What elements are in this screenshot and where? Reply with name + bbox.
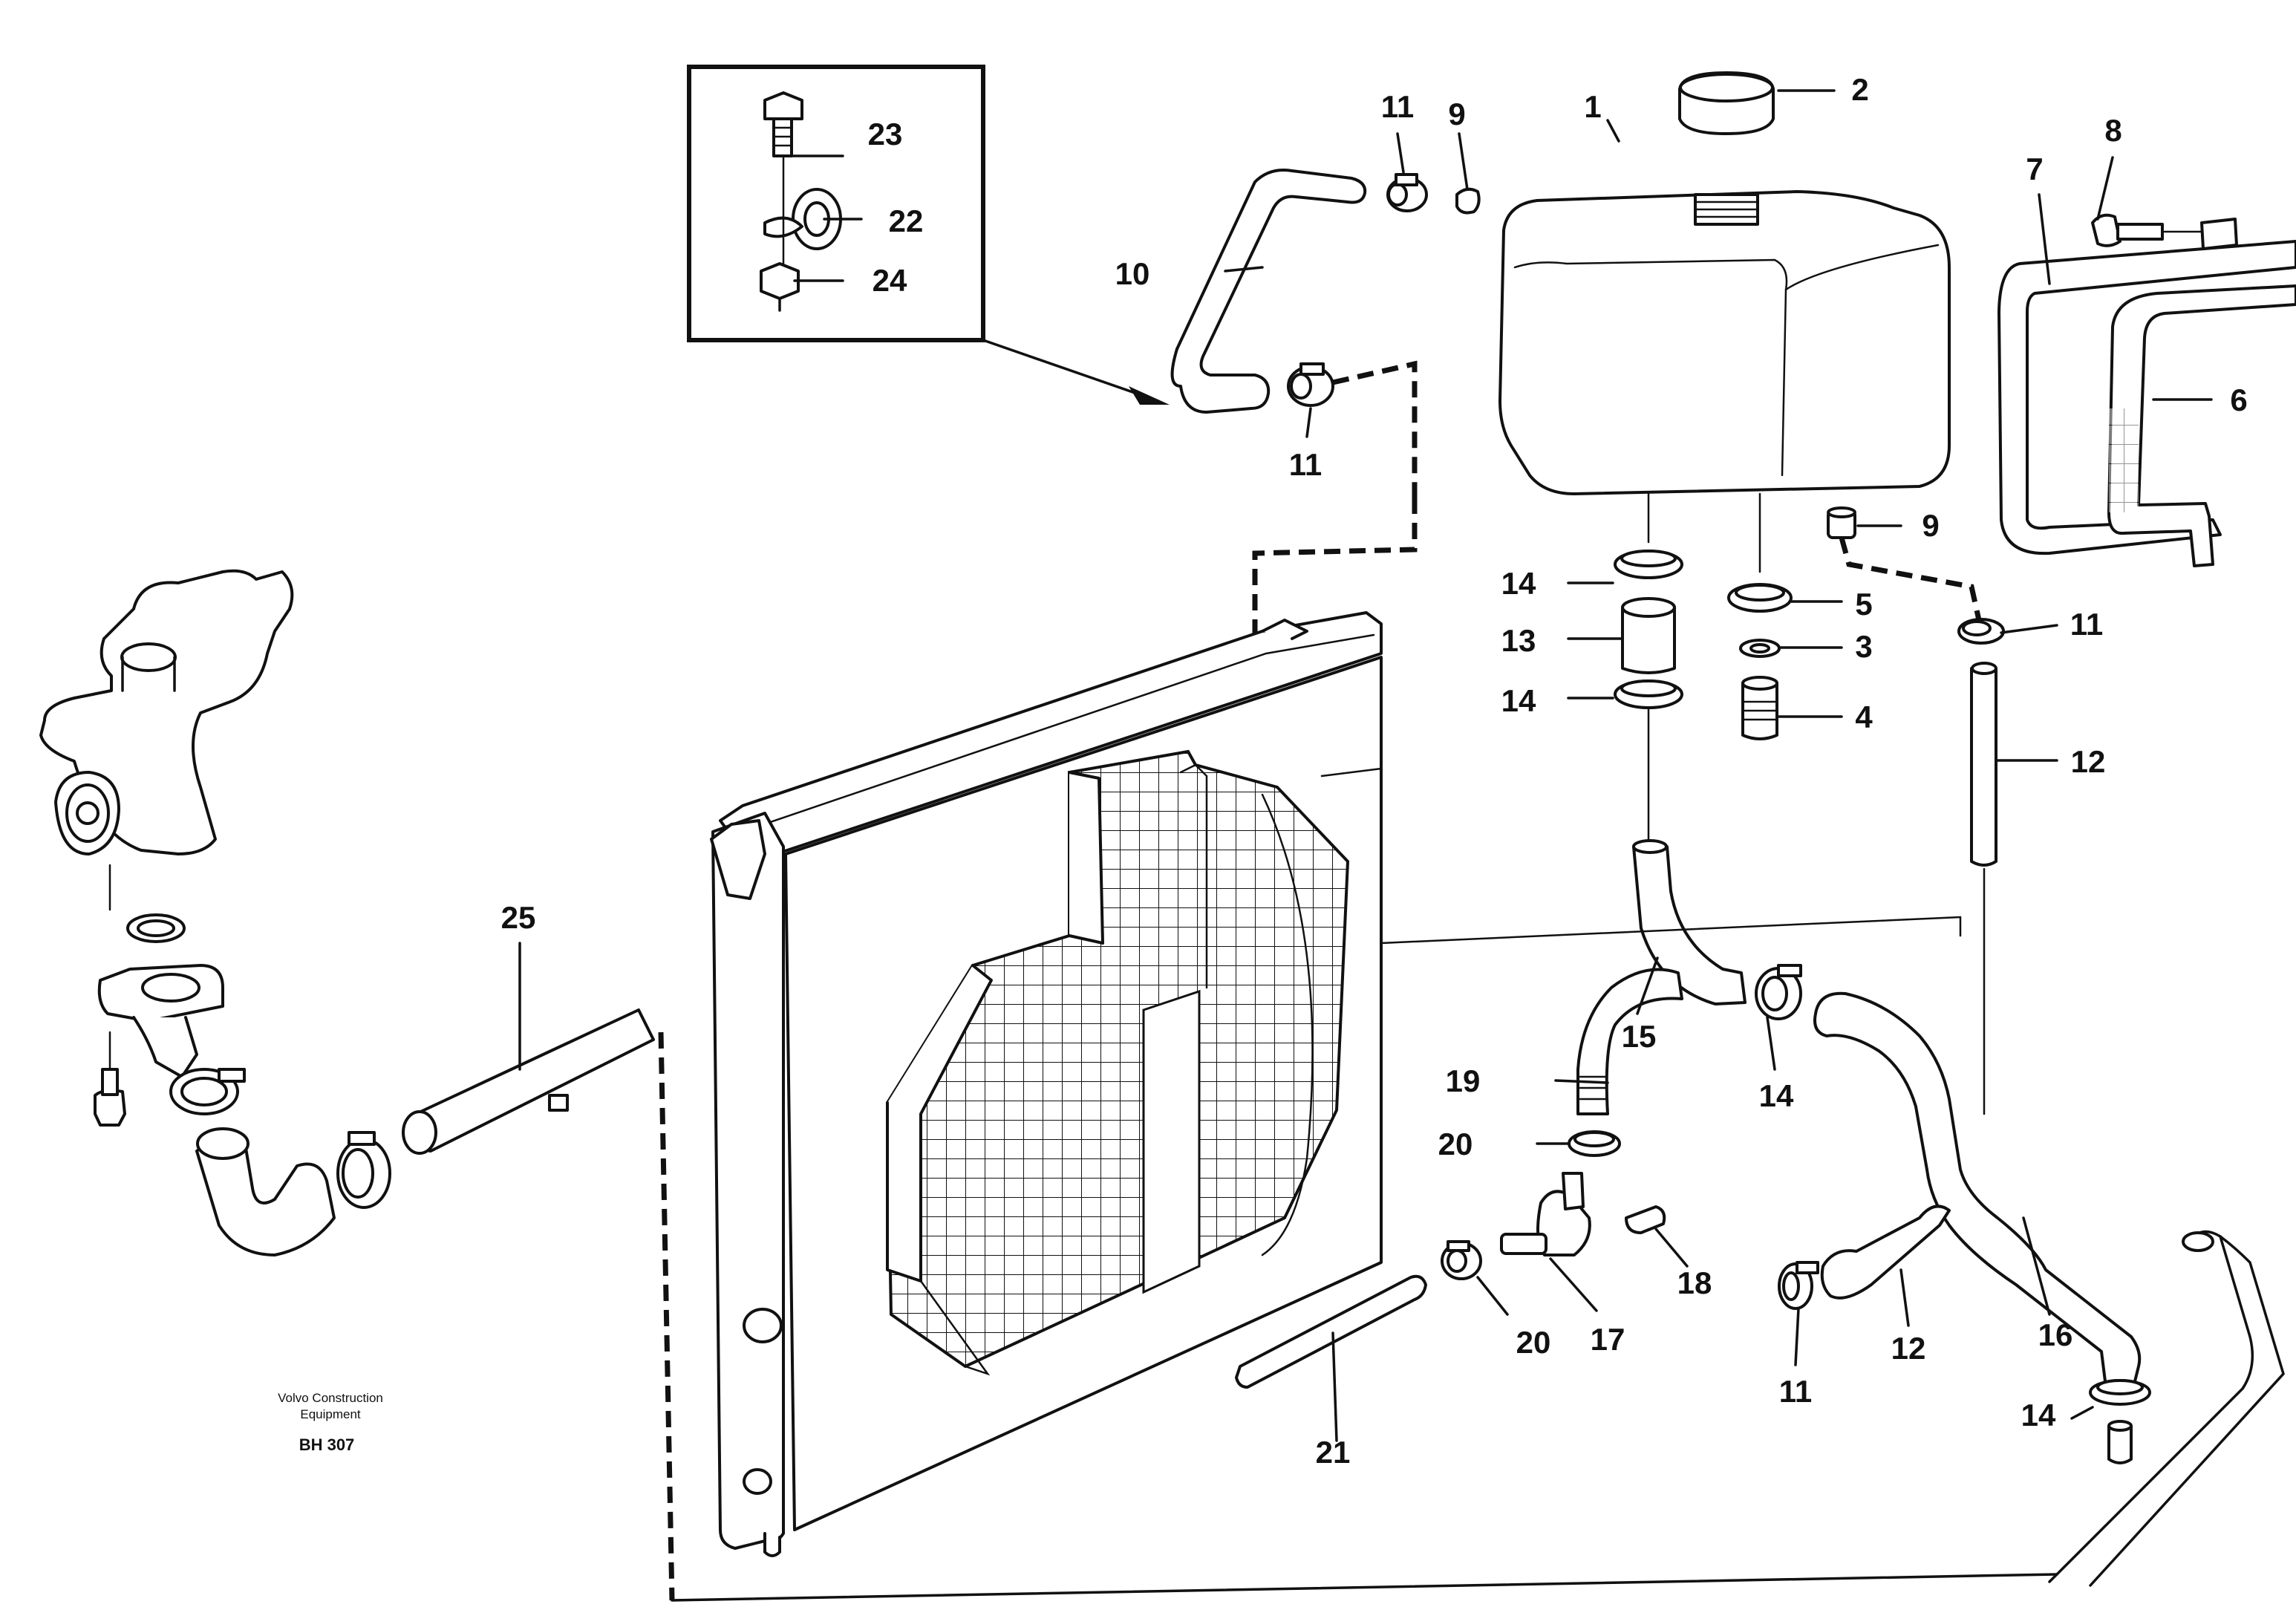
frame-pipe-right <box>2048 1230 2285 1587</box>
callout-11-mid: 11 <box>1289 447 1322 482</box>
hose-clamp-20-lower <box>1441 1240 1482 1280</box>
filler-cap-2 <box>1678 71 1775 135</box>
hose-12-lower <box>1820 1205 1951 1300</box>
callout-14-lower-right: 14 <box>2021 1398 2056 1432</box>
hose-13 <box>1621 597 1676 674</box>
callout-7: 7 <box>2026 151 2043 186</box>
callout-labels: 1 2 3 4 5 6 7 8 9 9 10 11 11 11 11 12 12… <box>501 72 2248 1470</box>
callout-18: 18 <box>1677 1265 1712 1300</box>
frame-dash-left <box>658 1031 675 1601</box>
frame-line-bottom <box>671 1573 2058 1602</box>
callout-12-vertical: 12 <box>2071 744 2106 779</box>
callout-15: 15 <box>1622 1019 1657 1054</box>
retaining-strap-6 <box>2107 284 2296 567</box>
drawing-footer: Volvo Construction Equipment BH 307 <box>278 1391 383 1454</box>
hose-clamp-11-lower <box>1778 1261 1819 1310</box>
callout-5: 5 <box>1855 587 1872 622</box>
o-ring <box>126 913 186 943</box>
flange-bolt <box>94 1068 126 1127</box>
routing-dash-top <box>1252 360 1418 642</box>
detail-inset <box>687 65 1170 405</box>
callout-1: 1 <box>1584 89 1601 124</box>
callout-9-top: 9 <box>1448 97 1465 131</box>
callout-14-upper: 14 <box>1501 566 1536 601</box>
hose-clamp-14-mid <box>1755 964 1802 1020</box>
callout-14-mid: 14 <box>1759 1078 1794 1113</box>
drain-cock-17 <box>1500 1172 1591 1256</box>
bushing-9-right <box>1827 506 1856 539</box>
routing-dash-right <box>1839 537 1982 621</box>
company-name-line2: Equipment <box>300 1407 361 1421</box>
stub-pipe <box>2107 1420 2133 1464</box>
washer-3 <box>1739 639 1781 658</box>
bracket-7 <box>1997 240 2296 555</box>
valve-4 <box>1741 676 1778 740</box>
flange-connector <box>97 964 224 1078</box>
water-pump-housing <box>39 569 294 855</box>
callout-3: 3 <box>1855 629 1872 664</box>
leader-lines <box>518 89 2213 1442</box>
hose-clamp-11-top <box>1386 173 1428 212</box>
hose-12-vertical <box>1970 662 1997 867</box>
hose-clamp-14-lower <box>1614 679 1683 709</box>
clip-18 <box>1625 1205 1666 1234</box>
callout-24: 24 <box>873 263 907 298</box>
callout-11-right: 11 <box>2070 607 2103 642</box>
callout-6: 6 <box>2230 382 2247 417</box>
hose-16 <box>1813 991 2142 1389</box>
bolt-8 <box>2091 213 2238 250</box>
bolt-23 <box>763 91 803 157</box>
callout-21: 21 <box>1316 1435 1351 1470</box>
hose-clamp-20-upper <box>1568 1130 1621 1157</box>
callout-11-lower: 11 <box>1779 1374 1812 1409</box>
callout-9-right: 9 <box>1922 508 1939 543</box>
hose-clamp-5 <box>1727 583 1793 613</box>
callout-25: 25 <box>501 900 536 935</box>
callout-8: 8 <box>2104 113 2121 148</box>
callout-12-lower: 12 <box>1891 1331 1926 1366</box>
callout-22: 22 <box>889 203 924 238</box>
callout-11-top: 11 <box>1381 89 1414 124</box>
drawing-code: BH 307 <box>299 1435 355 1454</box>
callout-4: 4 <box>1855 700 1873 734</box>
callout-20-upper: 20 <box>1438 1127 1473 1161</box>
hose-clamp-engine-2 <box>336 1131 391 1209</box>
hose-19 <box>1576 968 1683 1115</box>
callout-17: 17 <box>1591 1322 1625 1357</box>
hose-clamp-14-upper <box>1614 550 1683 579</box>
callout-20-lower: 20 <box>1516 1325 1551 1360</box>
elbow-hose <box>195 1127 336 1256</box>
callout-2: 2 <box>1851 72 1868 107</box>
bushing-9-top <box>1455 187 1481 215</box>
callout-13: 13 <box>1501 623 1536 658</box>
pipe-25 <box>402 1008 655 1155</box>
callout-14-lower: 14 <box>1501 683 1536 718</box>
nut-24 <box>760 262 800 312</box>
hose-clamp-22 <box>763 188 842 250</box>
callout-10: 10 <box>1115 256 1150 291</box>
hose-clamp-11-right <box>1957 618 2005 645</box>
hose-21 <box>1235 1274 1427 1389</box>
hose-clamp-engine-1 <box>169 1068 246 1115</box>
radiator-assembly <box>710 611 1383 1557</box>
callout-19: 19 <box>1446 1063 1481 1098</box>
expansion-tank-1 <box>1498 190 1951 573</box>
hose-clamp-11-mid <box>1287 362 1334 407</box>
callout-16: 16 <box>2038 1317 2073 1352</box>
callout-23: 23 <box>868 117 903 151</box>
top-hose-10 <box>1170 169 1367 414</box>
company-name-line1: Volvo Construction <box>278 1391 383 1405</box>
hose-clamp-14-lower-right <box>2089 1379 2151 1406</box>
